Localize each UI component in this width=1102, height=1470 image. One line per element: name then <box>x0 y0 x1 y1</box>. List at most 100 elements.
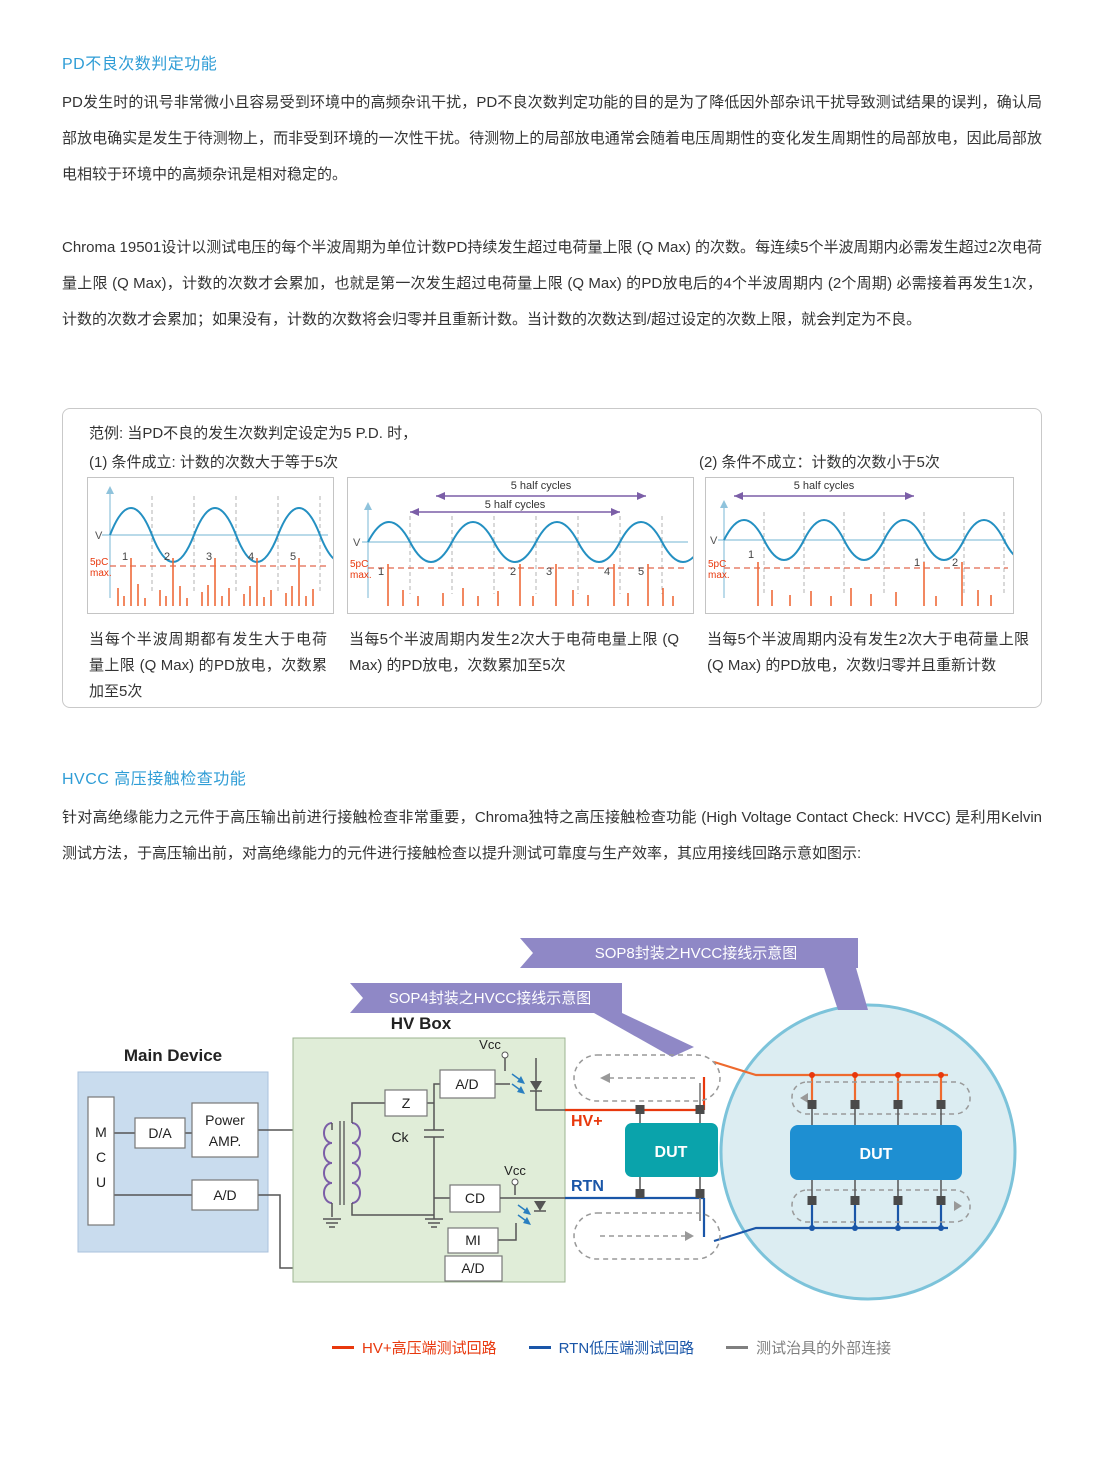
pd-section-heading: PD不良次数判定功能 <box>62 56 218 73</box>
halfcycle-gridlines <box>763 512 1005 594</box>
sop4-dut-wiring: DUT HV+ RTN <box>565 1054 721 1260</box>
pd-count-number: 1 <box>122 551 128 563</box>
ad-converter-label: A/D <box>213 1187 236 1203</box>
pd-chart-1-caption: 当每个半波周期都有发生大于电荷量上限 (Q Max) 的PD放电，次数累加至5次 <box>89 631 327 700</box>
hv-plus-wire <box>565 1077 706 1112</box>
pd-count-number: 1 <box>378 566 384 578</box>
example-title: 范例: 当PD不良的发生次数判定设定为5 P.D. 时， <box>89 425 418 442</box>
mcu-label: C <box>96 1149 106 1165</box>
pd-count-number: 4 <box>248 551 254 563</box>
sop8-banner: SOP8封装之HVCC接线示意图 <box>520 938 868 1010</box>
mcu-label: U <box>96 1174 106 1190</box>
hv-box-title: HV Box <box>391 1014 452 1033</box>
pd-count-number: 2 <box>952 557 958 569</box>
pd-count-number: 3 <box>206 551 212 563</box>
sop4-dut-label: DUT <box>655 1144 688 1161</box>
z-impedance-label: Z <box>402 1095 411 1111</box>
sop4-banner-label: SOP4封装之HVCC接线示意图 <box>389 989 592 1007</box>
qmax-label: max. <box>90 568 112 579</box>
hv-ad-top-box <box>439 1069 496 1099</box>
half-cycles-label: 5 half cycles <box>485 499 546 511</box>
qmax-label: max. <box>708 570 730 581</box>
hv-ad-top-label: A/D <box>455 1076 478 1092</box>
hv-legend-label: HV+高压端测试回路 <box>362 1340 497 1357</box>
halfcycle-gridlines <box>151 496 321 594</box>
hvcc-paragraph: 针对高绝缘能力之元件于高压输出前进行接触检查非常重要，Chroma独特之高压接触… <box>62 809 1042 862</box>
optocoupler-top: Vcc <box>479 1037 565 1111</box>
ck-capacitor <box>424 1129 444 1138</box>
pd-chart-accumulate-within-5: 5 half cycles 5 half cycles <box>347 477 694 614</box>
pd-paragraph-2: Chroma 19501设计以测试电压的每个半波周期为单位计数PD持续发生超过电… <box>62 239 1042 328</box>
cd-label: CD <box>465 1190 485 1206</box>
main-device-block: M C U D/A Power AMP. A/D <box>77 1071 445 1269</box>
pd-count-number: 5 <box>290 551 296 563</box>
power-amp-label: AMP. <box>209 1133 241 1149</box>
sop8-banner-label: SOP8封装之HVCC接线示意图 <box>595 944 798 962</box>
mcu-label: M <box>95 1124 107 1140</box>
mi-label: MI <box>465 1232 481 1248</box>
rtn-wire <box>565 1196 706 1237</box>
pd-count-number: 1 <box>914 557 920 569</box>
diagram-legend: HV+高压端测试回路 RTN低压端测试回路 测试治具的外部连接 <box>332 1337 891 1358</box>
pd-count-number: 3 <box>546 566 552 578</box>
mi-box <box>447 1227 499 1254</box>
pd-paragraph-1: PD发生时的讯号非常微小且容易受到环境中的高频杂讯干扰，PD不良次数判定功能的目… <box>62 94 1042 183</box>
test-voltage-waveform <box>109 507 333 563</box>
hv-plus-label: HV+ <box>571 1113 603 1130</box>
z-impedance-box <box>384 1089 428 1117</box>
rtn-legend-label: RTN低压端测试回路 <box>558 1340 695 1357</box>
halfcycle-gridlines <box>409 516 663 594</box>
transformer-symbol <box>323 1121 361 1205</box>
chart-axes <box>362 502 688 598</box>
main-device-title: Main Device <box>124 1046 222 1065</box>
da-converter-box <box>134 1117 186 1149</box>
chart-axes <box>102 486 328 598</box>
diode-icon <box>530 1081 542 1091</box>
rtn-label: RTN <box>571 1178 604 1195</box>
test-voltage-waveform <box>367 521 693 563</box>
sop8-pins <box>811 1109 942 1196</box>
chart-axes <box>718 500 1006 598</box>
voltage-axis-label: V <box>710 535 718 547</box>
fixture-loop-bottom <box>573 1212 721 1260</box>
voltage-axis-label: V <box>353 537 361 549</box>
pd-example-box: 范例: 当PD不良的发生次数判定设定为5 P.D. 时， (1) 条件成立: 计… <box>62 408 1042 708</box>
sop4-banner: SOP4封装之HVCC接线示意图 <box>350 983 694 1057</box>
hv-high-side-trace <box>713 1060 948 1100</box>
half-cycles-label: 5 half cycles <box>794 480 855 492</box>
external-legend-dash-icon <box>726 1346 749 1349</box>
pd-chart-2-caption: 当每5个半波周期内发生2次大于电荷电量上限 (Q Max) 的PD放电，次数累加… <box>349 631 679 674</box>
vcc-top-label: Vcc <box>479 1037 501 1052</box>
pd-discharge-spikes <box>117 558 314 606</box>
pd-count-number: 2 <box>164 551 170 563</box>
vcc-bottom-label: Vcc <box>504 1163 526 1178</box>
pd-count-number: 1 <box>748 549 754 561</box>
optocoupler-bottom: Vcc <box>498 1163 565 1241</box>
five-halfcycle-span-1: 5 half cycles <box>734 480 914 500</box>
power-amp-label: Power <box>205 1112 245 1128</box>
pd-chart-pass-every-halfcycle: V 5pC max. 1 2 3 4 5 <box>87 477 334 614</box>
fixture-loop-bottom <box>791 1189 971 1223</box>
hvcc-section-heading: HVCC 高压接触检查功能 <box>62 771 247 788</box>
half-cycles-label: 5 half cycles <box>511 480 572 492</box>
test-voltage-waveform <box>723 519 1013 561</box>
pd-count-number: 2 <box>510 566 516 578</box>
ck-label: Ck <box>391 1129 409 1145</box>
sop4-pins <box>639 1114 701 1189</box>
qmax-label: 5pC <box>90 557 108 568</box>
pd-count-number: 4 <box>604 566 610 578</box>
sop8-dut-label: DUT <box>860 1146 893 1163</box>
voltage-axis-label: V <box>95 530 103 542</box>
diode-icon <box>534 1201 546 1211</box>
pd-discharge-spikes <box>387 564 674 606</box>
da-converter-label: D/A <box>148 1125 172 1141</box>
sop8-dut-wiring: DUT <box>713 1060 971 1243</box>
hvcc-wiring-diagram: DUT SOP8封装之HVCC接线示意图 SOP4封装之HVCC接线示意图 Ma… <box>77 938 1017 1301</box>
rtn-legend-dash-icon <box>528 1346 551 1349</box>
hv-box-block: Ck Z A/D Vcc CD Vcc <box>292 1037 566 1283</box>
sop8-dut <box>790 1125 962 1180</box>
pd-chart-3-caption: 当每5个半波周期内没有发生2次大于电荷量上限 (Q Max) 的PD放电，次数归… <box>707 631 1029 674</box>
legend-item-rtn: RTN低压端测试回路 <box>528 1337 695 1358</box>
hv-legend-dash-icon <box>332 1346 354 1349</box>
